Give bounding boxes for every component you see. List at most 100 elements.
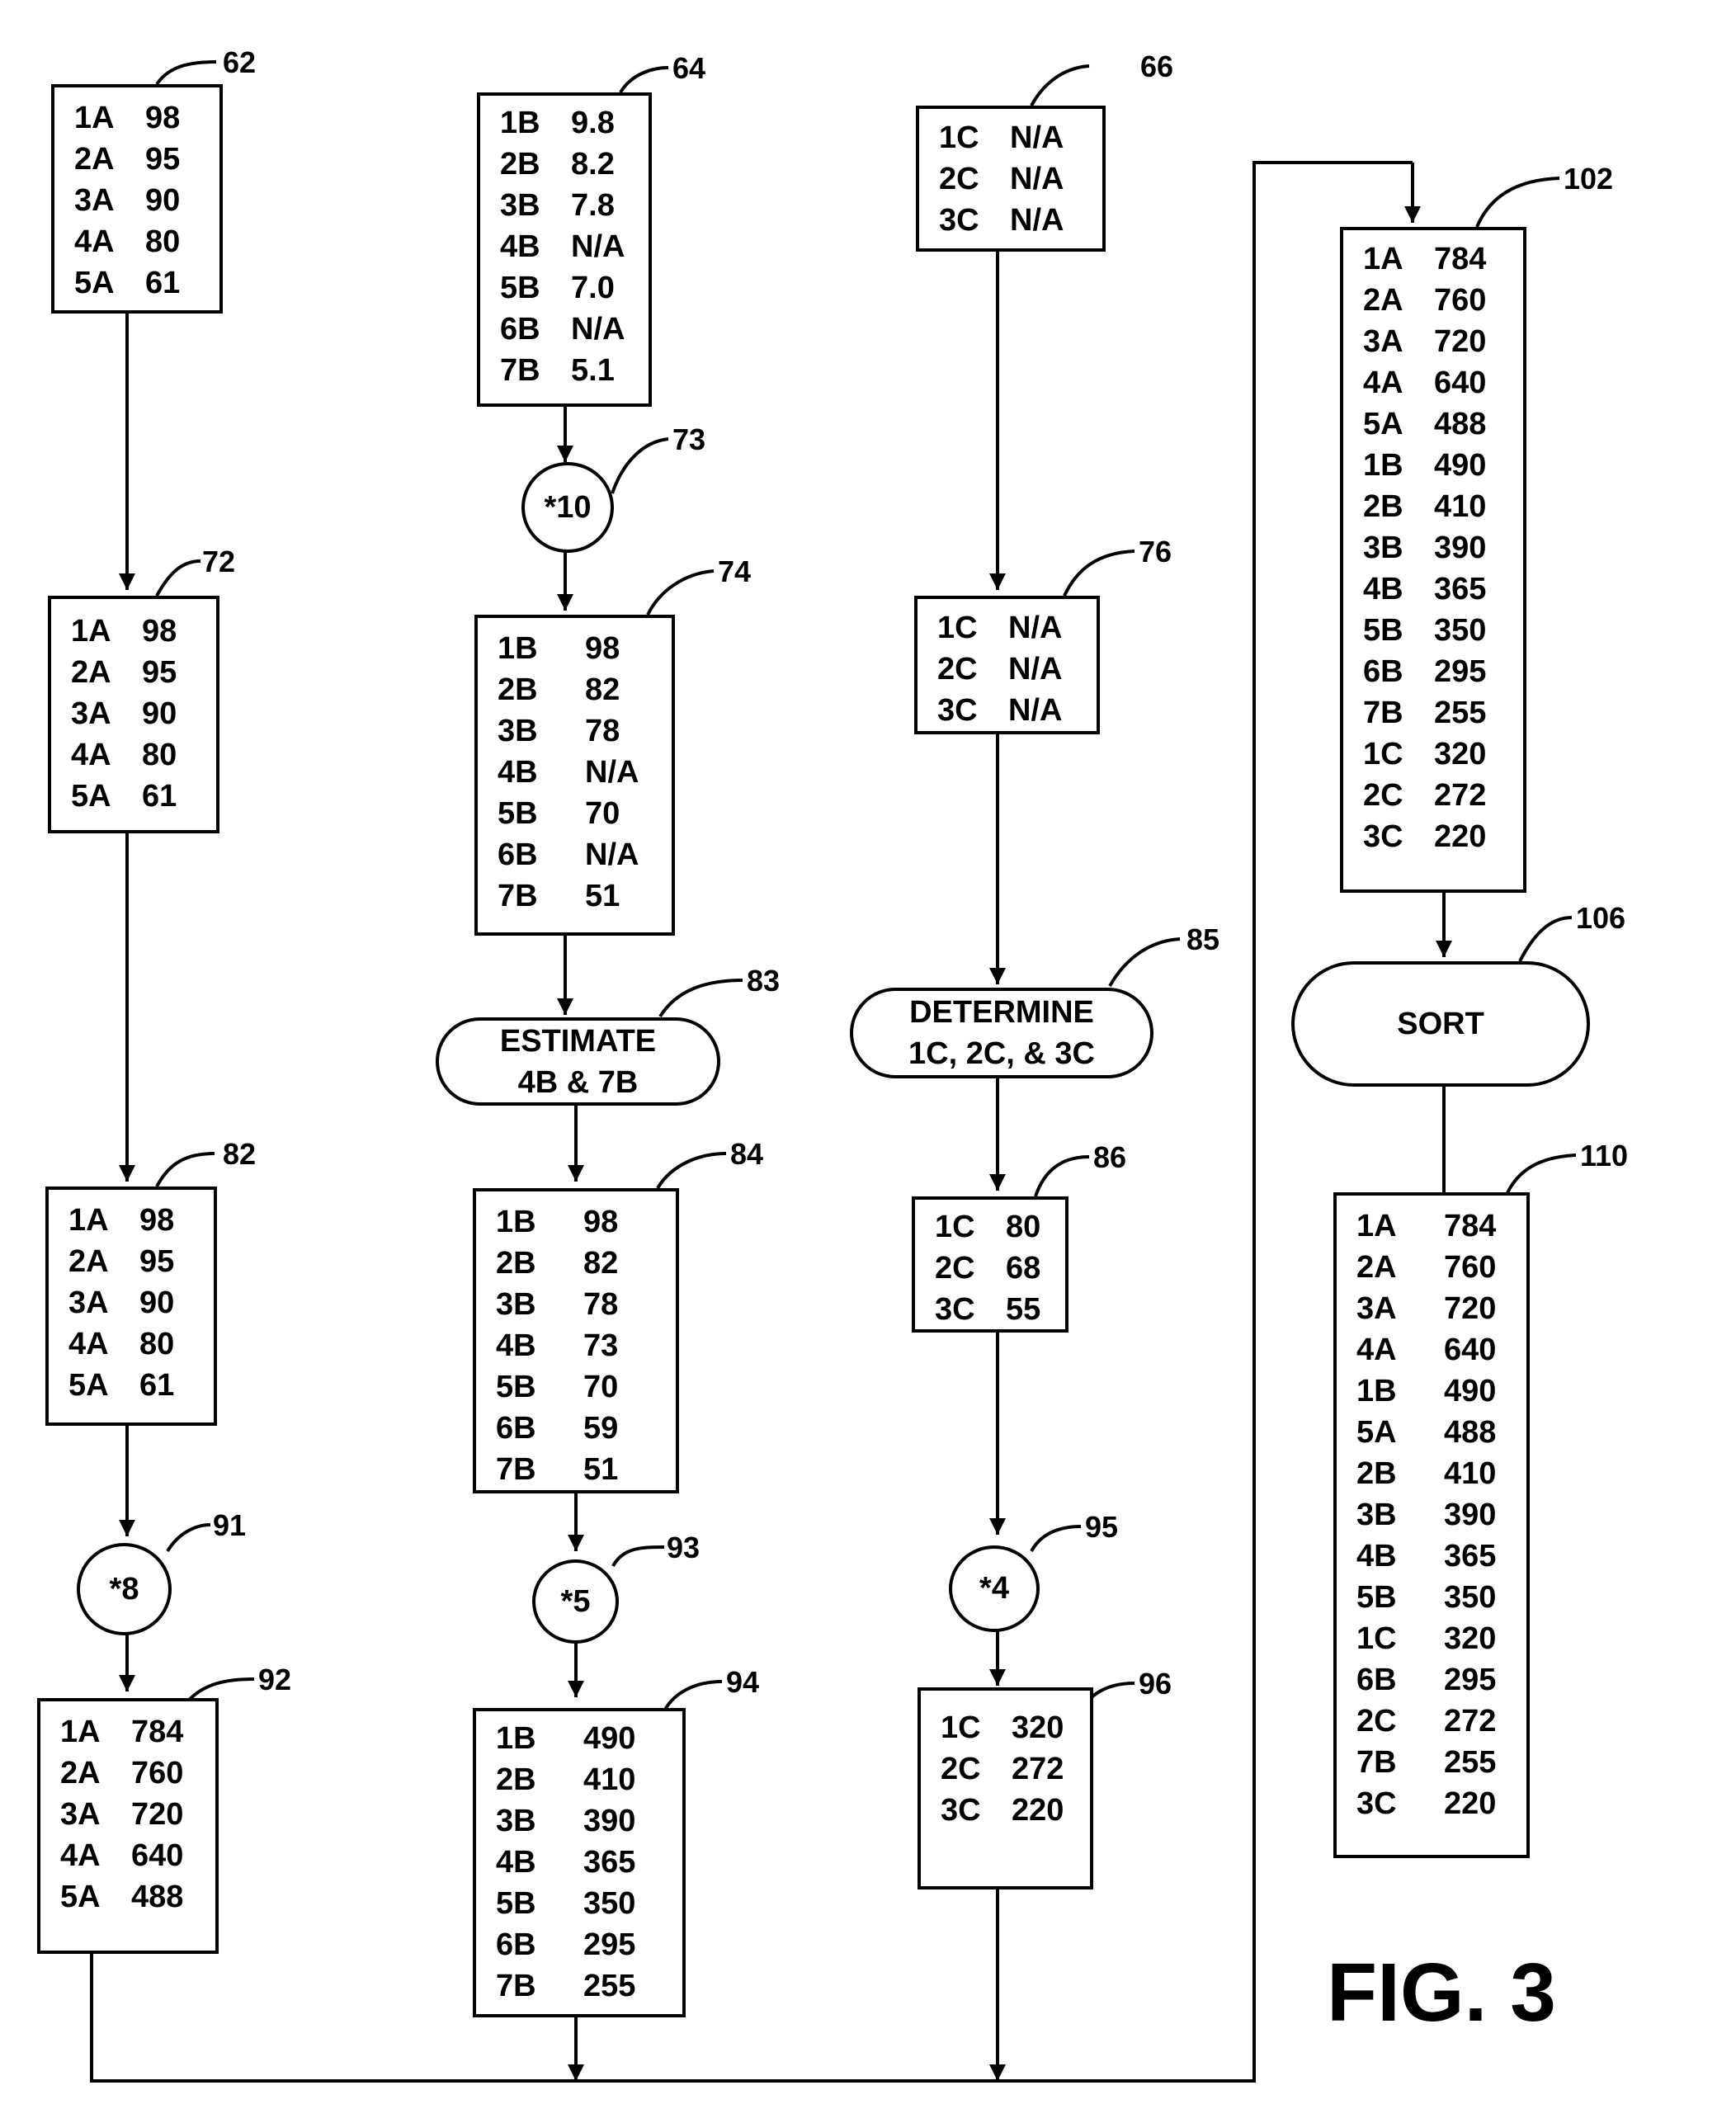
row-value: 640 [1444, 1329, 1496, 1371]
row-value: 98 [139, 1200, 174, 1241]
row-value: 350 [1444, 1577, 1496, 1618]
row-value: 95 [142, 652, 177, 693]
row-value: 760 [131, 1753, 183, 1794]
row-value: 390 [583, 1800, 635, 1842]
table-row: 7B255 [1337, 1742, 1526, 1783]
row-key: 6B [500, 309, 540, 350]
row-value: 365 [1444, 1536, 1496, 1577]
row-key: 1B [496, 1201, 536, 1243]
row-key: 6B [1363, 651, 1403, 692]
table-row: 3C 220 [1337, 1783, 1526, 1824]
table-row: 3B7.8 [480, 185, 649, 226]
table-row: 4A640 [1343, 362, 1523, 403]
leader-95 [1031, 1526, 1081, 1551]
ref-64: 64 [672, 51, 705, 86]
row-key: 5B [496, 1366, 536, 1408]
row-value: 7.8 [571, 185, 615, 226]
ref-86: 86 [1093, 1140, 1126, 1175]
leader-91 [167, 1525, 210, 1551]
table-row: 3A720 [1337, 1288, 1526, 1329]
table-row: 3A90 [49, 1282, 214, 1323]
row-value: 720 [1444, 1288, 1496, 1329]
row-key: 3A [1363, 321, 1403, 362]
row-value: 59 [583, 1408, 618, 1449]
row-key: 5B [498, 793, 538, 834]
row-value: 80 [1006, 1206, 1040, 1248]
row-value: 220 [1434, 816, 1486, 857]
process-85: DETERMINE 1C, 2C, & 3C [850, 988, 1153, 1078]
leader-66 [1031, 66, 1089, 106]
table-row: 2B410 [1343, 486, 1523, 527]
row-key: 7B [496, 1449, 536, 1490]
row-key: 5A [60, 1876, 101, 1918]
row-value: 488 [1444, 1412, 1496, 1453]
row-value: 255 [1444, 1742, 1496, 1783]
row-key: 4A [1363, 362, 1403, 403]
row-value: 272 [1012, 1748, 1064, 1790]
row-value: 68 [1006, 1248, 1040, 1289]
row-value: 78 [583, 1284, 618, 1325]
table-row: 2CN/A [918, 649, 1097, 690]
process-line-1: ESTIMATE [500, 1021, 656, 1062]
row-key: 1B [496, 1718, 536, 1759]
row-key: 6B [496, 1924, 536, 1965]
row-value: 488 [1434, 403, 1486, 445]
row-value: 490 [1444, 1371, 1496, 1412]
row-value: 51 [585, 875, 620, 917]
row-value: 410 [583, 1759, 635, 1800]
figure-label: FIG. 3 [1327, 1946, 1556, 2040]
table-row: 1A784 [40, 1711, 215, 1753]
ref-84: 84 [730, 1137, 763, 1172]
row-key: 1C [1356, 1618, 1397, 1659]
table-row: 2A760 [40, 1753, 215, 1794]
row-key: 1B [498, 628, 538, 669]
table-row: 2CN/A [919, 158, 1102, 200]
table-row: 5B350 [476, 1883, 682, 1924]
leader-64 [620, 68, 668, 92]
row-value: 490 [1434, 445, 1486, 486]
row-key: 2C [941, 1748, 981, 1790]
row-value: 760 [1444, 1247, 1496, 1288]
row-key: 1C [1363, 734, 1403, 775]
row-key: 6B [498, 834, 538, 875]
row-key: 5B [500, 267, 540, 309]
row-key: 1C [941, 1707, 981, 1748]
table-row: 1CN/A [918, 607, 1097, 649]
row-key: 1A [74, 97, 115, 139]
table-row: 4B73 [476, 1325, 676, 1366]
table-row: 2A 760 [1337, 1247, 1526, 1288]
row-value: N/A [571, 226, 625, 267]
row-key: 5A [68, 1365, 109, 1406]
row-value: 490 [583, 1718, 635, 1759]
table-row: 2A95 [49, 1241, 214, 1282]
row-key: 4B [498, 752, 538, 793]
leader-83 [660, 980, 743, 1017]
table-row: 3C220 [1343, 816, 1523, 857]
table-row: 3C220 [921, 1790, 1090, 1831]
table-92: 1A7842A7603A7204A6405A488 [37, 1698, 219, 1954]
ref-62: 62 [223, 45, 256, 80]
multiply-operator-93: *5 [532, 1559, 619, 1644]
row-key: 2A [1356, 1247, 1397, 1288]
row-value: 220 [1444, 1783, 1496, 1824]
table-row: 6BN/A [478, 834, 672, 875]
row-value: 295 [1444, 1659, 1496, 1701]
row-value: 760 [1434, 280, 1486, 321]
leader-85 [1110, 939, 1180, 986]
row-key: 2A [68, 1241, 109, 1282]
table-row: 1B 490 [476, 1718, 682, 1759]
table-row: 5A61 [54, 262, 219, 304]
row-value: 80 [145, 221, 180, 262]
ref-85: 85 [1186, 922, 1219, 957]
table-row: 2B8.2 [480, 144, 649, 185]
row-key: 1C [939, 117, 979, 158]
row-key: 7B [500, 350, 540, 391]
row-key: 3C [1356, 1783, 1397, 1824]
row-key: 3C [935, 1289, 975, 1330]
row-key: 1A [68, 1200, 109, 1241]
operator-label: *5 [561, 1584, 591, 1620]
row-value: 272 [1444, 1701, 1496, 1742]
row-value: 90 [142, 693, 177, 734]
operator-label: *10 [544, 490, 591, 526]
ref-110: 110 [1580, 1139, 1628, 1173]
